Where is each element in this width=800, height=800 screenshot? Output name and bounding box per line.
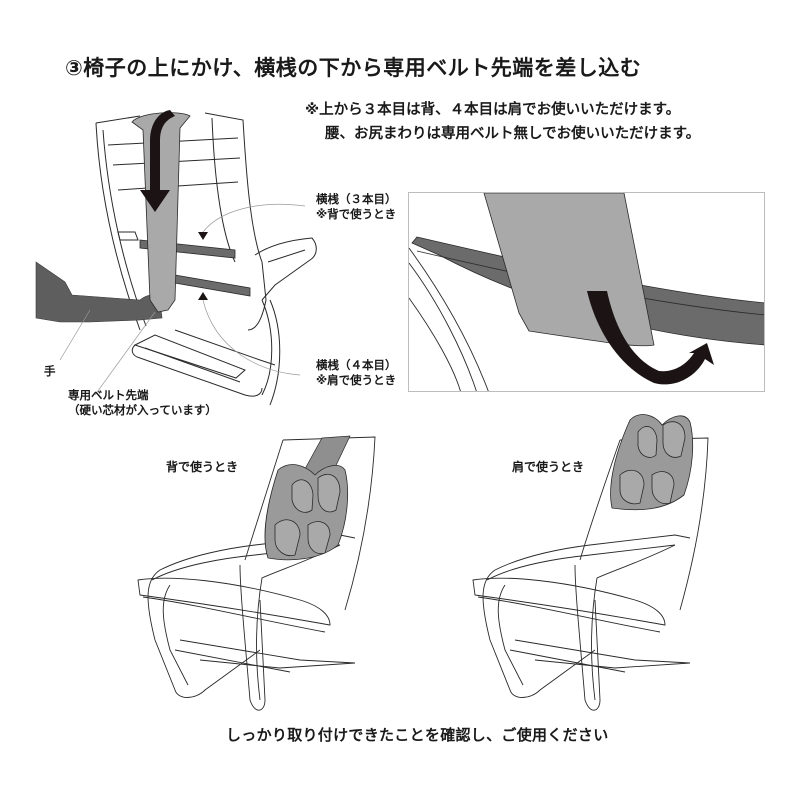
belt-insertion-closeup [409, 193, 764, 391]
detail-closeup-box [408, 192, 765, 392]
usage-note: ※上から３本目は背、４本目は肩でお使いいただけます。 腰、お尻まわりは専用ベルト… [305, 98, 700, 146]
callout-crossbar-3-title: 横桟（３本目） [316, 192, 397, 206]
back-usage-label: 背で使うとき [166, 460, 239, 474]
callout-crossbar-3: 横桟（３本目） ※背で使うとき [316, 192, 397, 222]
callout-belt-tip-note: （硬い芯材が入っています） [68, 403, 217, 417]
back-cushion [264, 464, 349, 561]
callout-crossbar-3-note: ※背で使うとき [316, 207, 397, 221]
usage-note-line2: 腰、お尻まわりは専用ベルト無しでお使いいただけます。 [325, 126, 701, 142]
usage-note-line1: ※上から３本目は背、４本目は肩でお使いいただけます。 [305, 102, 681, 118]
instruction-title: ③椅子の上にかけ、横桟の下から専用ベルト先端を差し込む [65, 56, 642, 80]
callout-belt-tip: 専用ベルト先端 （硬い芯材が入っています） [68, 388, 217, 418]
callout-belt-tip-title: 専用ベルト先端 [68, 388, 149, 402]
callout-crossbar-4-note: ※肩で使うとき [316, 373, 397, 387]
callout-crossbar-4-title: 横桟（４本目） [316, 358, 397, 372]
callout-hand: 手 [44, 364, 56, 378]
confirmation-footer: しっかり取り付けできたことを確認し、ご使用ください [226, 726, 609, 744]
shoulder-cushion [610, 414, 694, 511]
shoulder-usage-label: 肩で使うとき [512, 460, 585, 474]
callout-crossbar-4: 横桟（４本目） ※肩で使うとき [316, 358, 397, 388]
